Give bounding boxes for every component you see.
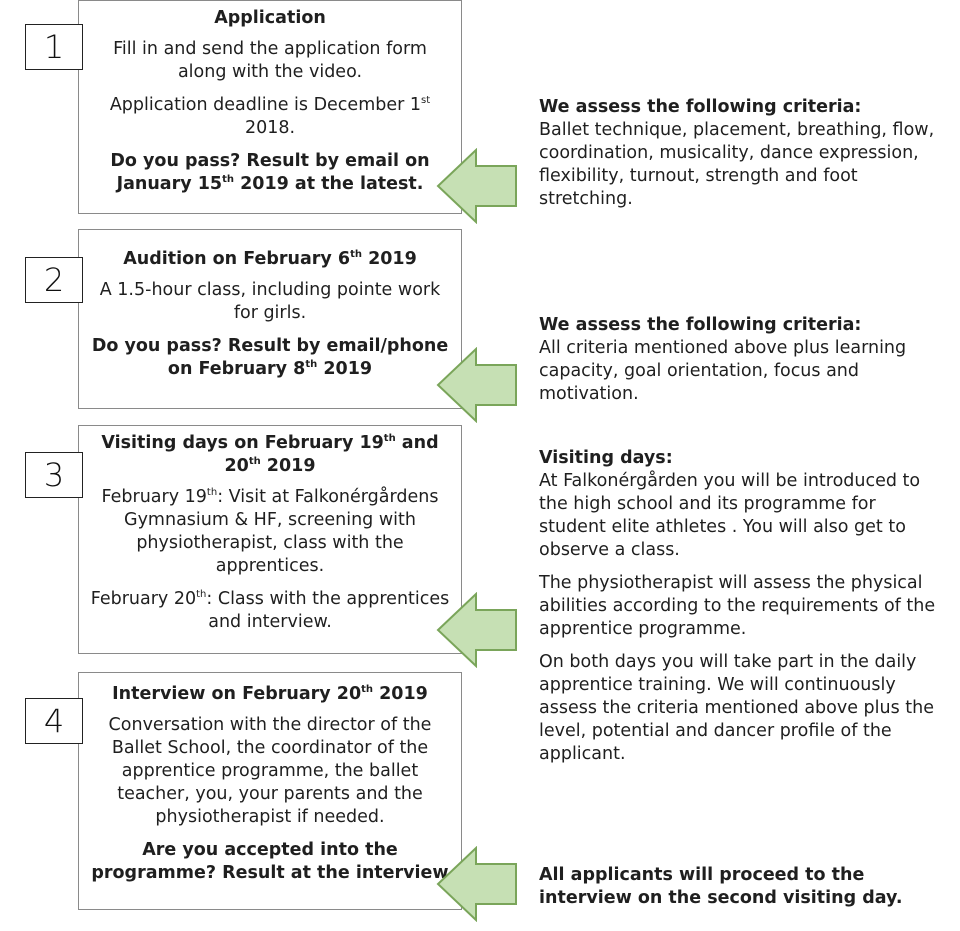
result-question: Do you pass? Result by email on January …: [110, 151, 430, 194]
deadline-text: Application deadline is December 1st 201…: [109, 95, 431, 138]
step-text: Conversation with the director of the Ba…: [108, 715, 432, 827]
note-heading: We assess the following criteria:: [539, 97, 862, 117]
result-question: Do you pass? Result by email/phone on Fe…: [91, 336, 449, 379]
step-box-application: Application Fill in and send the applica…: [78, 0, 462, 214]
step-number-1: 1: [25, 24, 83, 70]
note-text: On both days you will take part in the d…: [539, 652, 935, 764]
left-arrow-icon: [436, 148, 517, 224]
left-arrow-icon: [436, 347, 517, 423]
step-title: Interview on February 20th 2019: [112, 684, 428, 704]
step-number-4: 4: [25, 698, 83, 744]
step-title: Application: [214, 8, 326, 28]
criteria-note-2: We assess the following criteria: All cr…: [539, 314, 939, 406]
step-number-2: 2: [25, 257, 83, 303]
step-box-audition: Audition on February 6th 2019 A 1.5-hour…: [78, 229, 462, 409]
step-box-interview: Interview on February 20th 2019 Conversa…: [78, 672, 462, 910]
note-text: All criteria mentioned above plus learni…: [539, 338, 907, 404]
step-text: Fill in and send the application form al…: [113, 39, 427, 82]
step-title: Audition on February 6th 2019: [123, 249, 417, 269]
visiting-days-note: Visiting days: At Falkonérgården you wil…: [539, 447, 939, 776]
result-question: Are you accepted into the programme? Res…: [91, 840, 449, 883]
note-heading: We assess the following criteria:: [539, 315, 862, 335]
note-heading: Visiting days:: [539, 448, 673, 468]
note-text: All applicants will proceed to the inter…: [539, 865, 903, 908]
note-text: Ballet technique, placement, breathing, …: [539, 120, 935, 209]
step-text-day2: February 20th: Class with the apprentice…: [90, 589, 450, 632]
step-text-day1: February 19th: Visit at Falkonérgårdens …: [101, 487, 439, 576]
left-arrow-icon: [436, 592, 517, 668]
step-text: A 1.5-hour class, including pointe work …: [99, 280, 441, 323]
left-arrow-icon: [436, 846, 517, 922]
note-text: The physiotherapist will assess the phys…: [539, 573, 936, 639]
step-number-3: 3: [25, 452, 83, 498]
step-title: Visiting days on February 19th and 20th …: [101, 433, 439, 476]
criteria-note-1: We assess the following criteria: Ballet…: [539, 96, 939, 211]
interview-note: All applicants will proceed to the inter…: [539, 864, 939, 910]
step-box-visiting-days: Visiting days on February 19th and 20th …: [78, 425, 462, 654]
note-text: At Falkonérgården you will be introduced…: [539, 471, 921, 560]
